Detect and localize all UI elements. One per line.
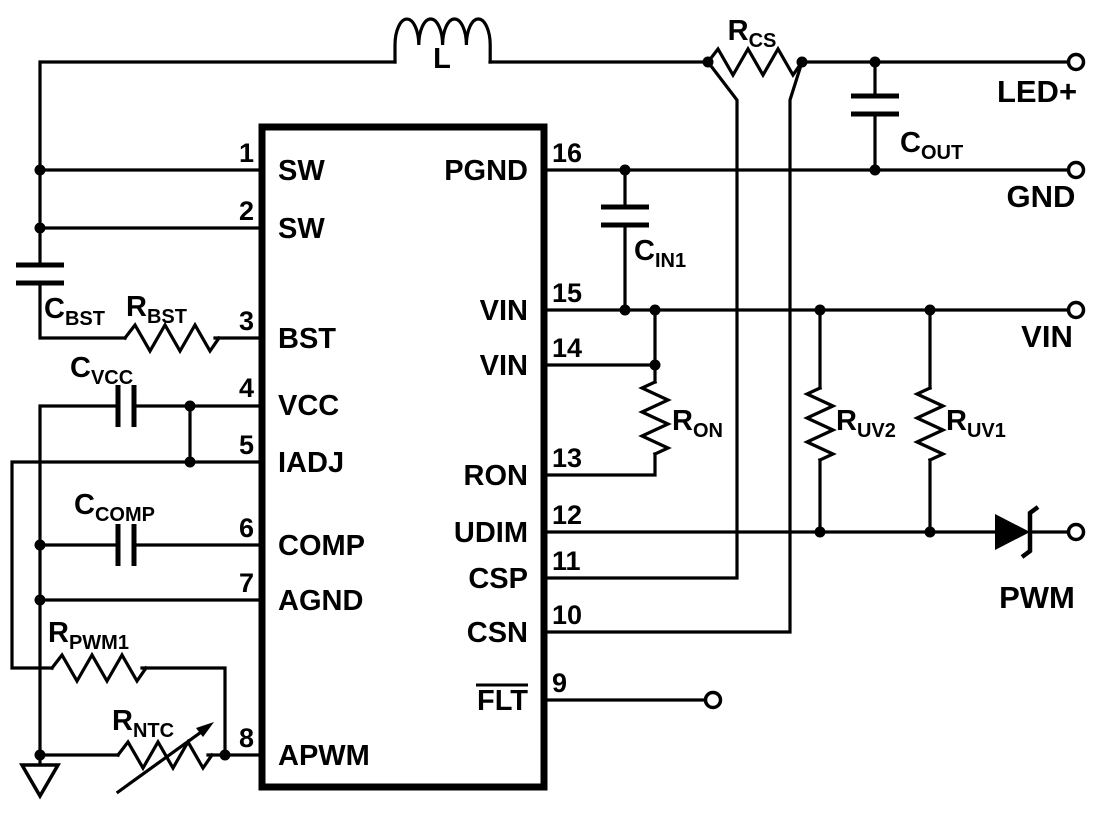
resistor-ron-symbol [638, 379, 672, 457]
label-cin1: CIN1 [634, 235, 686, 272]
wire-iadj-to-rpwm1 [10, 460, 264, 670]
ic-pin-label-sw2: SW [278, 213, 325, 245]
ic-pin-label-udim: UDIM [454, 517, 528, 549]
ic-pin-label-agnd: AGND [278, 585, 363, 617]
ic-pin-label-vcc: VCC [278, 390, 339, 422]
ic-pin-label-flt: FLT [477, 685, 528, 717]
label-terminal-vin: VIN [1021, 319, 1073, 354]
wire-csp-sense [542, 59, 739, 580]
ic-pin-label-sw1: SW [278, 155, 325, 187]
resistor-ruv1-symbol [913, 385, 947, 463]
pin-number-11: 11 [552, 546, 581, 576]
pin-number-6: 6 [239, 513, 254, 543]
label-ccomp: CCOMP [74, 489, 155, 526]
label-inductor-l: L [433, 43, 451, 75]
label-cvcc: CVCC [70, 352, 133, 389]
capacitor-cbst-symbol [16, 262, 64, 286]
wire-cbst-to-rbst [38, 281, 127, 340]
pin-number-5: 5 [239, 430, 254, 460]
pin-number-15: 15 [552, 278, 582, 308]
pin-number-2: 2 [239, 196, 254, 226]
terminal-pwm [1066, 522, 1086, 542]
ic-body [258, 123, 548, 791]
ic-pin-label-csp: CSP [468, 563, 528, 595]
terminal-gnd [1066, 160, 1086, 180]
pin-number-13: 13 [552, 443, 582, 473]
wire-cvcc-left-rail [38, 404, 120, 767]
ground-symbol [18, 763, 62, 800]
label-cbst: CBST [44, 293, 105, 330]
ic-pin-label-vin14: VIN [480, 350, 528, 382]
terminal-vin [1066, 300, 1086, 320]
ic-pin-label-ron: RON [464, 460, 528, 492]
capacitor-ccomp-symbol [115, 524, 137, 566]
ic-pin-label-csn: CSN [467, 617, 528, 649]
junction-dots [34, 56, 936, 761]
resistor-rbst-symbol [122, 321, 222, 355]
label-ruv1: RUV1 [946, 405, 1006, 442]
resistor-rntc-symbol [115, 722, 215, 795]
ic-pin-label-apwm: APWM [278, 740, 370, 772]
label-rpwm1: RPWM1 [48, 617, 129, 654]
label-ron: RON [672, 405, 723, 442]
label-rcs: RCS [728, 15, 777, 52]
pin-number-10: 10 [552, 600, 582, 630]
label-terminal-pwm: PWM [999, 580, 1075, 615]
wire-net [10, 59, 1071, 767]
wire-top-left-rail [38, 60, 397, 267]
label-terminal-ledplus: LED+ [997, 74, 1077, 109]
ic-pin-label-pgnd: PGND [444, 155, 528, 187]
pin-number-8: 8 [239, 723, 254, 753]
capacitor-cout-symbol [851, 93, 899, 117]
pin-number-4: 4 [239, 373, 254, 403]
pin-number-16: 16 [552, 138, 582, 168]
pin-number-1: 1 [239, 138, 254, 168]
label-ruv2: RUV2 [836, 405, 896, 442]
ic-pin-label-iadj: IADJ [278, 447, 344, 479]
ic-pin-label-comp: COMP [278, 530, 365, 562]
label-rntc: RNTC [112, 705, 174, 742]
pin-number-7: 7 [239, 568, 254, 598]
resistor-ruv2-symbol [803, 385, 837, 463]
terminal-ledplus [1066, 52, 1086, 72]
resistor-rcs-symbol [705, 45, 805, 79]
rntc-arrow-head [196, 722, 214, 737]
wire-csn-sense [542, 59, 805, 634]
wire-rpwm1-to-apwm [140, 666, 227, 757]
label-rbst: RBST [126, 291, 187, 328]
label-terminal-gnd: GND [1007, 179, 1076, 214]
pin-number-9: 9 [552, 668, 567, 698]
terminal-flt [703, 690, 723, 710]
zener-diode-symbol [995, 505, 1040, 559]
resistor-rpwm1-symbol [49, 651, 149, 685]
rntc-arrow-shaft [115, 727, 207, 795]
pin-number-3: 3 [239, 306, 254, 336]
capacitor-cin1-symbol [601, 204, 649, 228]
inductor-l-symbol [393, 17, 492, 64]
pin-number-12: 12 [552, 500, 582, 530]
ic-pin-label-bst: BST [278, 323, 336, 355]
label-cout: COUT [900, 127, 963, 164]
wire-ron-pin13 [542, 452, 657, 477]
ic-pin-label-vin15: VIN [480, 295, 528, 327]
pin-number-14: 14 [552, 333, 582, 363]
capacitor-cvcc-symbol [115, 385, 137, 427]
